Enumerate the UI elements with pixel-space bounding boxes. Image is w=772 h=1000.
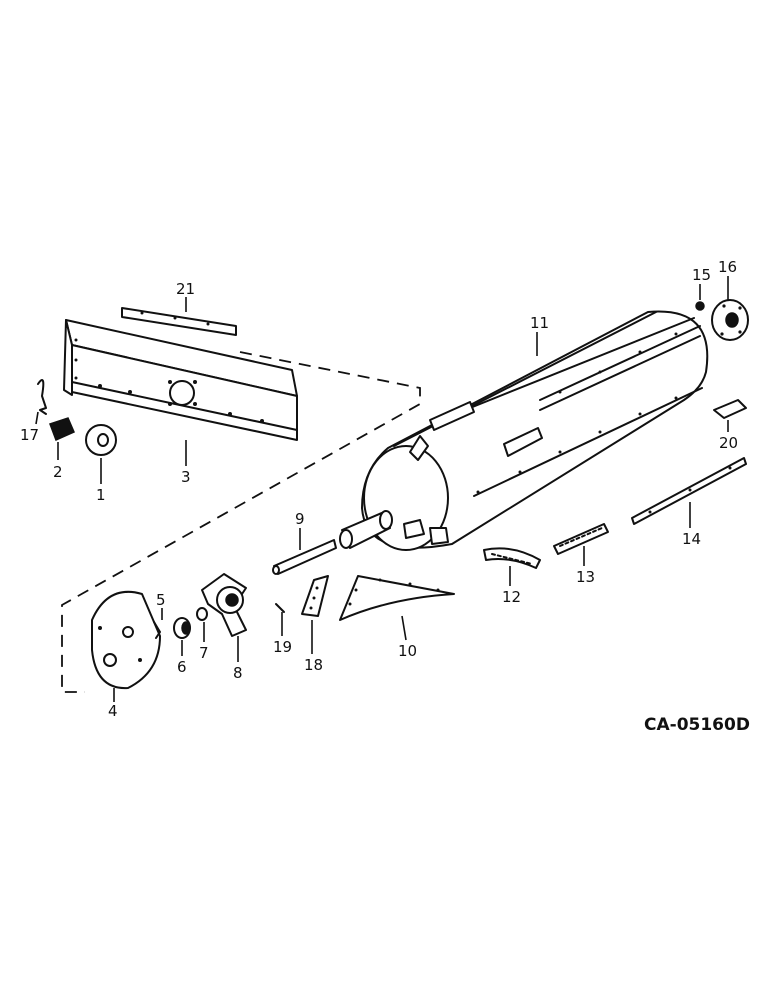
callout-7: 7 <box>199 644 209 662</box>
part-20-bracket <box>713 399 747 419</box>
part-2-block <box>49 417 75 442</box>
assembly-dashed-line <box>61 351 421 693</box>
leader-lines <box>35 276 729 702</box>
part-4-shield <box>91 590 161 690</box>
part-13-bar <box>553 523 609 555</box>
callout-4: 4 <box>108 702 118 720</box>
callout-1: 1 <box>96 486 106 504</box>
callout-3: 3 <box>181 468 191 486</box>
callout-21: 21 <box>176 280 195 298</box>
part-21-strap <box>121 307 237 336</box>
part-15-nut <box>695 301 705 311</box>
part-14-strap <box>631 457 747 525</box>
part-11-cylinder <box>339 310 709 551</box>
callout-5: 5 <box>156 591 166 609</box>
part-16-hub <box>711 299 749 341</box>
drawing-code: CA-05160D <box>644 715 750 735</box>
callout-12: 12 <box>502 588 521 606</box>
part-12-bar <box>483 547 541 569</box>
part-9-shaft <box>272 539 337 575</box>
part-17-spring <box>37 379 47 415</box>
callout-8: 8 <box>233 664 243 682</box>
callout-15: 15 <box>692 266 711 284</box>
callout-18: 18 <box>304 656 323 674</box>
part-7-washer <box>196 607 208 621</box>
callout-11: 11 <box>530 314 549 332</box>
callout-19: 19 <box>273 638 292 656</box>
part-10-shield <box>339 575 455 621</box>
callout-6: 6 <box>177 658 187 676</box>
callout-16: 16 <box>718 258 737 276</box>
part-6-bushing <box>173 617 191 639</box>
callout-2: 2 <box>53 463 63 481</box>
callout-9: 9 <box>295 510 305 528</box>
part-8-bearing <box>201 573 247 637</box>
callout-14: 14 <box>682 530 701 548</box>
callout-17: 17 <box>20 426 39 444</box>
callout-10: 10 <box>398 642 417 660</box>
part-19-bolt <box>275 603 285 613</box>
callout-20: 20 <box>719 434 738 452</box>
part-1-disc <box>85 424 117 456</box>
part-18-plate <box>301 575 329 617</box>
part-3-channel <box>63 319 298 441</box>
callout-13: 13 <box>576 568 595 586</box>
part-5-pin <box>153 621 161 639</box>
